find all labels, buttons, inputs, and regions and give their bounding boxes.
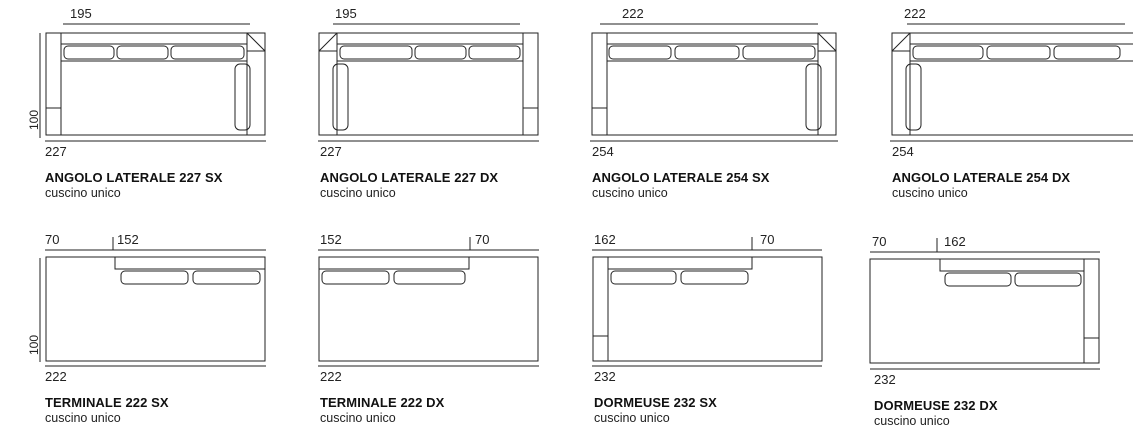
item-subtitle: cuscino unico [45,411,121,425]
top-dimension-label-b: 152 [117,232,139,247]
top-dimension-label: 222 [904,6,926,21]
back-cushion-1 [945,273,1011,286]
sofa-outline [46,33,265,135]
item-name: TERMINALE 222 SX [45,395,169,410]
top-dimension-label-a: 162 [594,232,616,247]
back-cushion-2 [415,46,466,59]
top-dimension-label-b: 162 [944,234,966,249]
bottom-dimension-label: 227 [320,144,342,159]
bottom-dimension-label: 222 [45,369,67,384]
back-cushion-2 [681,271,748,284]
top-dimension-label-b: 70 [760,232,775,247]
item-subtitle: cuscino unico [320,186,396,200]
backrest [608,257,752,269]
back-cushion-1 [611,271,676,284]
item-subtitle: cuscino unico [45,186,121,200]
sofa-drawing-angolo-laterale-227-sx [40,24,266,141]
side-cushion [235,64,250,130]
top-dimension-label: 222 [622,6,644,21]
side-cushion [806,64,821,130]
sofa-outline [892,33,1133,135]
back-cushion-2 [193,271,260,284]
back-cushion-3 [171,46,244,59]
left-side-panel [593,257,608,361]
back-cushion-1 [322,271,389,284]
back-cushion-1 [609,46,671,59]
back-cushion-1 [913,46,983,59]
bottom-dimension-label: 254 [592,144,614,159]
bottom-dimension-label: 254 [892,144,914,159]
item-name: ANGOLO LATERALE 254 SX [592,170,770,185]
backrest [319,257,469,269]
item-name: DORMEUSE 232 SX [594,395,717,410]
side-cushion [906,64,921,130]
item-subtitle: cuscino unico [592,186,668,200]
sofa-outline [593,257,822,361]
sofa-drawing-dormeuse-232-dx [870,238,1100,369]
back-cushion-1 [121,271,188,284]
item-name: ANGOLO LATERALE 254 DX [892,170,1071,185]
top-dimension-label-a: 70 [872,234,887,249]
bottom-dimension-label: 232 [874,372,896,387]
right-arm-bevel [607,33,836,51]
back-cushion-3 [743,46,815,59]
bottom-dimension-label: 227 [45,144,67,159]
back-cushion-2 [675,46,739,59]
item-subtitle: cuscino unico [874,414,950,428]
right-side-panel [1084,259,1099,363]
left-side-panel [46,33,61,135]
bottom-dimension-label: 222 [320,369,342,384]
back-cushion-1 [340,46,412,59]
top-dimension-label: 195 [335,6,357,21]
top-dimension-label: 195 [70,6,92,21]
back-cushion-2 [1015,273,1081,286]
sofa-drawing-angolo-laterale-254-sx [590,24,838,141]
back-cushion-2 [394,271,465,284]
left-side-panel [592,33,607,135]
sofa-outline [870,259,1099,363]
side-cushion [333,64,348,130]
item-name: ANGOLO LATERALE 227 DX [320,170,499,185]
item-name: DORMEUSE 232 DX [874,398,998,413]
item-subtitle: cuscino unico [594,411,670,425]
top-dimension-label-b: 70 [475,232,490,247]
sofa-outline [46,257,265,361]
back-cushion-2 [987,46,1050,59]
sofa-drawing-angolo-laterale-254-dx [890,24,1133,141]
top-dimension-label-a: 70 [45,232,60,247]
sofa-outline [319,33,538,135]
sofa-drawing-terminale-222-dx [318,237,539,366]
item-subtitle: cuscino unico [320,411,396,425]
item-subtitle: cuscino unico [892,186,968,200]
back-cushion-2 [117,46,168,59]
top-dimension-label-a: 152 [320,232,342,247]
backrest [940,259,1084,271]
bottom-dimension-label: 232 [594,369,616,384]
sofa-drawing-angolo-laterale-227-dx [318,24,539,141]
item-name: TERMINALE 222 DX [320,395,445,410]
left-arm-bevel [892,33,1133,51]
right-side-panel [523,33,538,135]
sofa-drawing-terminale-222-sx [40,237,266,366]
depth-dimension-label: 100 [27,109,41,130]
right-arm-bevel [61,33,265,51]
sofa-outline [319,257,538,361]
depth-dimension-label: 100 [27,334,41,355]
sofa-outline [592,33,836,135]
back-cushion-3 [469,46,520,59]
back-cushion-1 [64,46,114,59]
left-arm-bevel [319,33,523,51]
item-name: ANGOLO LATERALE 227 SX [45,170,223,185]
sofa-drawing-dormeuse-232-sx [592,237,822,366]
backrest [115,257,265,269]
back-cushion-3 [1054,46,1120,59]
